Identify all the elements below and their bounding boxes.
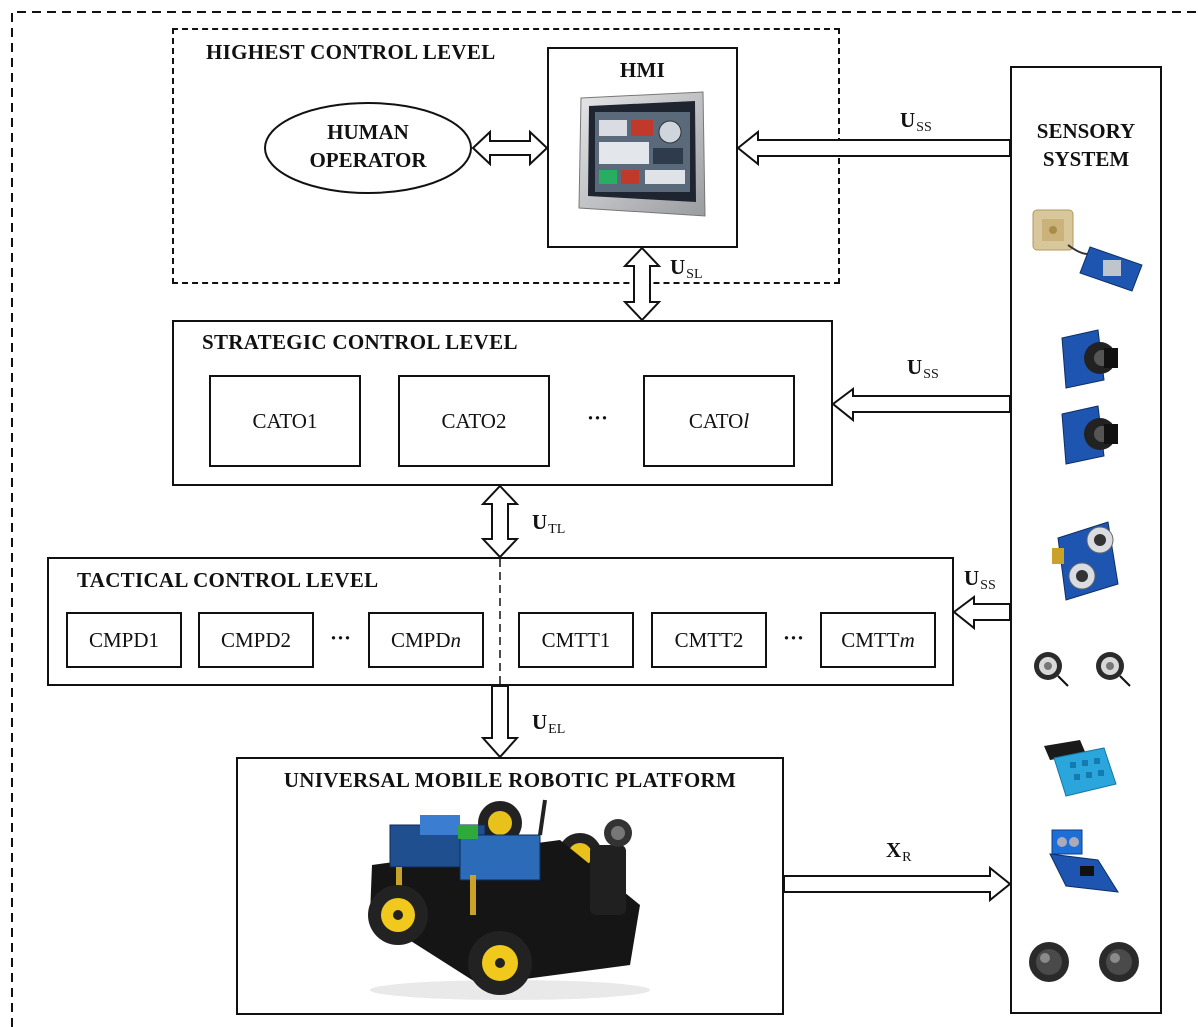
uss-sub: SS	[916, 120, 932, 135]
operator-hmi-arrow	[471, 129, 549, 167]
xr-sub: R	[902, 850, 912, 865]
xr-label: XR	[886, 838, 912, 866]
utl-label: UTL	[532, 510, 565, 538]
uel-sub: EL	[548, 722, 566, 737]
usl-label: USL	[670, 255, 703, 283]
ultrasonic-sensor-icon	[1052, 521, 1119, 601]
cmpd-n-index: n	[450, 627, 462, 652]
utl-base: U	[532, 510, 548, 534]
uss-to-hmi-arrow	[736, 129, 1011, 167]
sensory-title-line2: SYSTEM	[1042, 147, 1130, 171]
human-operator-line1: HUMAN	[327, 120, 409, 144]
uss-to-tactical-arrow	[952, 595, 1011, 631]
sensory-title-line1: SENSORY	[1036, 119, 1136, 143]
camera-module-icon-2	[1061, 405, 1118, 465]
utl-sub: TL	[548, 522, 566, 537]
robot-car-image	[368, 799, 650, 1000]
uss-base: U	[900, 108, 916, 132]
hmi-title: HMI	[619, 58, 666, 82]
cmpd2-module: CMPD2	[198, 612, 314, 668]
strategic-tactical-arrow	[480, 484, 520, 559]
cmpd-ellipsis: ···	[330, 626, 352, 650]
cato-l-prefix: CATO	[688, 408, 744, 433]
gps-module-icon	[1032, 209, 1143, 292]
infrared-sensor-icon-2	[1099, 942, 1139, 982]
uss-sub: SS	[923, 367, 939, 382]
infrared-sensor-icon-1	[1029, 942, 1069, 982]
cato-l-index: l	[743, 408, 750, 433]
hmi-touchscreen-icon	[578, 91, 706, 217]
sensory-system-title: SENSORY SYSTEM	[1010, 117, 1162, 173]
humidity-sensor-icon	[1044, 740, 1117, 797]
cmtt-m-prefix: CMTT	[841, 627, 900, 652]
cmtt-m-index: m	[899, 627, 915, 652]
uss-sub: SS	[980, 578, 996, 593]
tactical-platform-arrow	[480, 685, 520, 759]
human-operator-line2: OPERATOR	[309, 148, 427, 172]
highest-level-title: HIGHEST CONTROL LEVEL	[206, 40, 496, 64]
cmpd-n-prefix: CMPD	[390, 627, 451, 652]
uel-base: U	[532, 710, 548, 734]
cmpd1-module: CMPD1	[66, 612, 182, 668]
cato2-module: CATO2	[398, 375, 550, 467]
rotary-encoder-icon-2	[1096, 652, 1131, 687]
camera-module-icon-1	[1061, 329, 1118, 389]
platform-title: UNIVERSAL MOBILE ROBOTIC PLATFORM	[283, 768, 737, 792]
uss-base: U	[907, 355, 923, 379]
rotary-encoder-icon-1	[1034, 652, 1069, 687]
cmtt1-module: CMTT1	[518, 612, 634, 668]
cmtt-ellipsis: ···	[783, 626, 805, 650]
cmtt2-module: CMTT2	[651, 612, 767, 668]
uss-to-strategic-arrow	[831, 387, 1011, 423]
xr-base: X	[886, 838, 902, 862]
tactical-level-title: TACTICAL CONTROL LEVEL	[77, 568, 379, 592]
cato1-module: CATO1	[209, 375, 361, 467]
hmi-strategic-arrow	[622, 246, 662, 322]
usl-sub: SL	[686, 267, 703, 282]
current-sensor-icon	[1049, 829, 1119, 893]
uss-label-strategic: USS	[907, 355, 939, 383]
uel-label: UEL	[532, 710, 565, 738]
strategic-ellipsis: ···	[587, 406, 609, 430]
uss-label-tactical: USS	[964, 566, 996, 594]
human-operator: HUMAN OPERATOR	[268, 118, 468, 174]
xr-to-sensory-arrow	[783, 865, 1012, 903]
strategic-level-title: STRATEGIC CONTROL LEVEL	[202, 330, 518, 354]
uss-base: U	[964, 566, 980, 590]
usl-base: U	[670, 255, 686, 279]
uss-label-hmi: USS	[900, 108, 932, 136]
